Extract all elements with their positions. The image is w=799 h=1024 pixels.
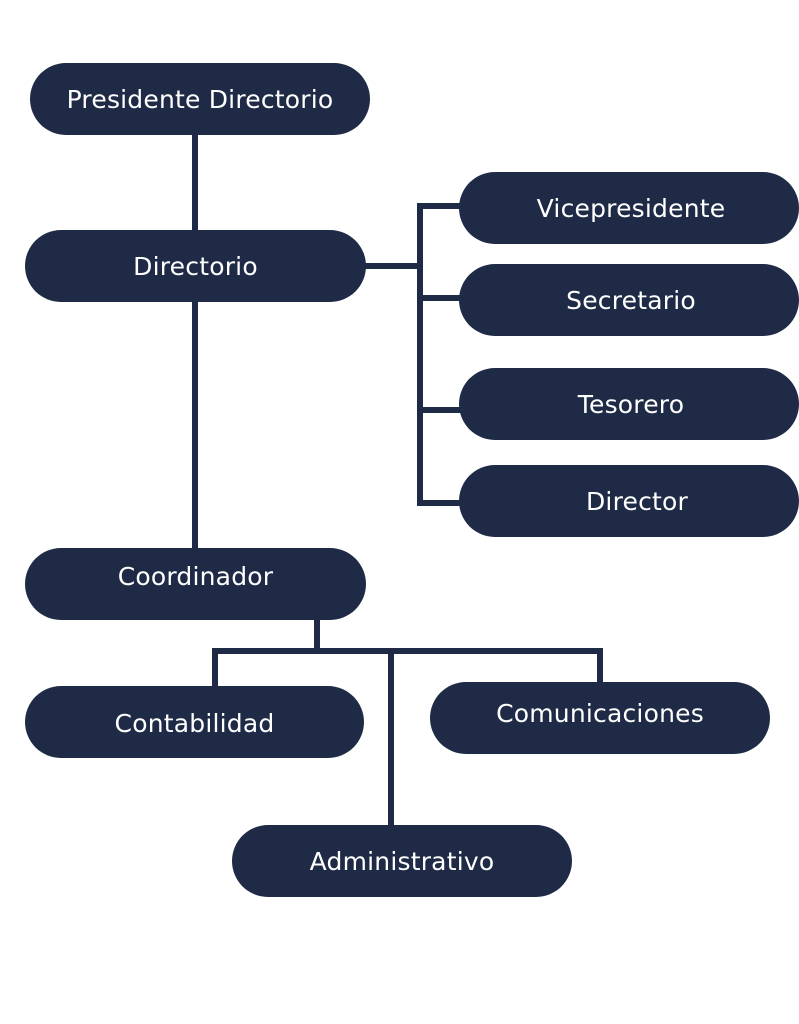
node-label: Coordinador (117, 561, 274, 591)
node-tesorero: Tesorero (459, 368, 799, 440)
node-label: Directorio (133, 251, 258, 281)
node-label: Administrativo (309, 846, 495, 876)
node-label: Contabilidad (114, 708, 275, 738)
node-comunicaciones: Comunicaciones (430, 682, 770, 754)
node-label: Presidente Directorio (66, 84, 334, 114)
node-label: Comunicaciones (496, 698, 704, 728)
node-contabilidad: Contabilidad (25, 686, 364, 758)
node-directorio: Directorio (25, 230, 366, 302)
node-director: Director (459, 465, 799, 537)
node-administrativo: Administrativo (232, 825, 572, 897)
node-label: Vicepresidente (536, 193, 726, 223)
node-label: Director (585, 486, 689, 516)
node-secretario: Secretario (459, 264, 799, 336)
node-coordinador: Coordinador (25, 548, 366, 620)
node-presidente-directorio: Presidente Directorio (30, 63, 370, 135)
node-label: Tesorero (577, 389, 685, 419)
node-vicepresidente: Vicepresidente (459, 172, 799, 244)
node-label: Secretario (566, 285, 696, 315)
